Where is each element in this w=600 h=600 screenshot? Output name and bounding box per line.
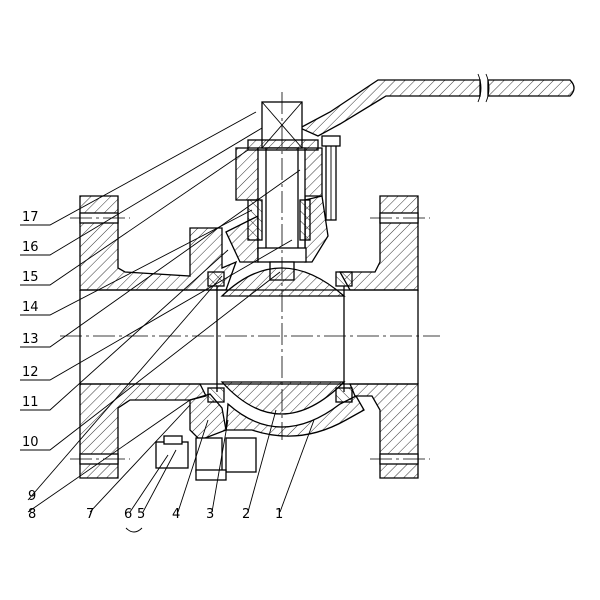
flow-bore xyxy=(79,289,419,385)
part-labels: 17 16 15 14 13 12 11 10 9 8 7 6 5 4 3 2 … xyxy=(22,210,283,522)
label-7: 7 xyxy=(86,507,94,522)
label-4: 4 xyxy=(172,507,180,522)
leader-lines xyxy=(20,111,315,533)
label-5: 5 xyxy=(137,507,145,522)
label-9: 9 xyxy=(28,489,36,504)
label-13: 13 xyxy=(22,332,39,347)
label-16: 16 xyxy=(22,240,39,255)
label-3: 3 xyxy=(206,507,214,522)
label-14: 14 xyxy=(22,300,39,315)
ball xyxy=(216,267,346,415)
label-11: 11 xyxy=(22,395,39,410)
center-lines xyxy=(60,92,440,460)
label-17: 17 xyxy=(22,210,39,225)
seat-rings xyxy=(207,271,353,403)
label-2: 2 xyxy=(242,507,250,522)
label-12: 12 xyxy=(22,365,39,380)
gland-bolt xyxy=(321,135,341,221)
label-1: 1 xyxy=(275,507,283,522)
label-10: 10 xyxy=(22,435,39,450)
drain-plug xyxy=(155,435,257,481)
valve-body-left xyxy=(79,195,238,479)
label-15: 15 xyxy=(22,270,39,285)
handle-lever xyxy=(298,73,575,137)
label-6: 6 xyxy=(124,507,132,522)
label-8: 8 xyxy=(28,507,36,522)
